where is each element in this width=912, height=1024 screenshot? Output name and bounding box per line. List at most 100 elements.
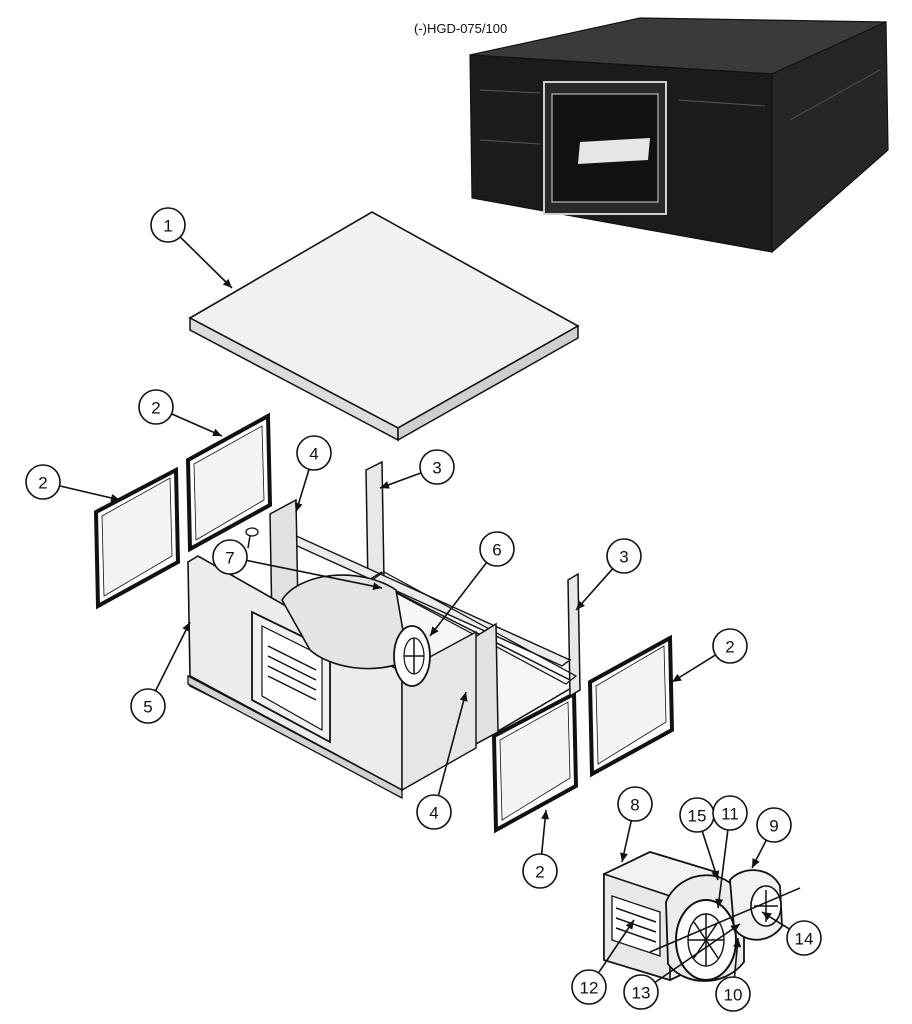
callout-5: 5: [130, 621, 191, 724]
callout-6: 6: [429, 531, 515, 637]
callout-2: 2: [138, 389, 223, 437]
callout-number: 2: [535, 863, 544, 882]
callout-number: 3: [619, 548, 628, 567]
callout-circle: [606, 538, 642, 574]
callout-3: 3: [379, 449, 455, 489]
callout-number: 13: [632, 984, 651, 1003]
base-chassis: [187, 460, 581, 800]
callout-leader-line: [575, 568, 614, 611]
callout-2: 2: [25, 464, 121, 502]
callout-number: 2: [38, 474, 47, 493]
callout-number: 12: [580, 979, 599, 998]
callout-arrowhead: [430, 626, 439, 636]
callout-arrowhead: [222, 278, 232, 288]
callout-arrowhead: [182, 622, 190, 632]
callout-2: 2: [671, 628, 748, 683]
callout-leader-line: [429, 561, 488, 637]
callout-10: 10: [715, 937, 751, 1012]
callout-number: 7: [225, 549, 234, 568]
callout-number: 5: [143, 698, 152, 717]
callout-number: 3: [432, 459, 441, 478]
access-panel-left: [93, 466, 181, 610]
callout-circle: [712, 628, 748, 664]
callout-number: 6: [492, 541, 501, 560]
callout-arrowhead: [212, 428, 222, 437]
callout-circle: [623, 974, 659, 1010]
callout-arrowhead: [620, 852, 628, 862]
fastener-icon: [245, 527, 259, 537]
callout-circle: [715, 976, 751, 1012]
blower-assembly: [603, 851, 801, 982]
callout-11: 11: [712, 795, 748, 909]
callout-number: 2: [725, 638, 734, 657]
corner-post-right: [567, 572, 581, 698]
callout-1: 1: [150, 207, 233, 289]
access-panel-upper-left: [185, 412, 273, 553]
callout-circle: [479, 531, 515, 567]
callout-arrowhead: [380, 481, 390, 489]
callout-circle: [416, 794, 452, 830]
callout-leader-line: [59, 485, 121, 501]
callout-leader-line: [654, 923, 741, 984]
callout-arrowhead: [541, 810, 550, 820]
callout-leader-line: [179, 236, 233, 289]
callout-circle: [617, 786, 653, 822]
callout-arrowhead: [711, 870, 720, 880]
callout-arrowhead: [372, 582, 382, 591]
callout-number: 10: [724, 986, 743, 1005]
callout-leader-line: [171, 413, 223, 437]
callout-number: 11: [721, 805, 739, 824]
callout-arrowhead: [459, 692, 468, 702]
callout-circle: [212, 539, 248, 575]
assembled-unit-illustration: (-)HGD-075/100: [414, 17, 889, 254]
callout-2: 2: [522, 809, 558, 889]
callout-number: 4: [429, 804, 438, 823]
model-label: (-)HGD-075/100: [414, 21, 507, 36]
callout-circle: [130, 688, 166, 724]
callout-leader-line: [597, 919, 635, 974]
callout-arrowhead: [294, 502, 303, 512]
callout-circle: [786, 920, 822, 956]
callout-arrowhead: [625, 920, 634, 930]
callout-number: 8: [630, 796, 639, 815]
access-panel-right: [587, 634, 675, 778]
callout-arrowhead: [730, 924, 740, 933]
callout-14: 14: [761, 911, 822, 956]
callout-circle: [712, 795, 748, 831]
callout-arrowhead: [715, 898, 724, 908]
callout-number: 2: [151, 399, 160, 418]
callout-arrowhead: [576, 600, 585, 610]
callout-arrowhead: [110, 494, 120, 502]
callout-number: 9: [769, 817, 778, 836]
callout-number: 1: [163, 217, 172, 236]
access-panel-front: [491, 690, 579, 834]
callout-leader-line: [154, 621, 191, 692]
callout-arrowhead: [733, 938, 742, 948]
callout-circle: [138, 389, 174, 425]
callout-leader-line: [717, 829, 729, 909]
callout-13: 13: [623, 923, 741, 1010]
callout-12: 12: [571, 919, 635, 1005]
callout-circle: [150, 207, 186, 243]
callout-4: 4: [416, 691, 468, 830]
callout-8: 8: [617, 786, 653, 863]
callout-circle: [522, 853, 558, 889]
callout-circle: [419, 449, 455, 485]
callout-leader-line: [246, 559, 383, 589]
callout-arrowhead: [762, 912, 772, 921]
callout-number: 14: [795, 930, 814, 949]
callout-number: 4: [309, 445, 318, 464]
callout-number: 15: [688, 807, 707, 826]
callout-4: 4: [294, 435, 332, 513]
callout-9: 9: [751, 807, 792, 869]
callout-7: 7: [212, 539, 383, 591]
callout-arrowhead: [672, 673, 682, 682]
callout-3: 3: [575, 538, 642, 611]
top-panel: [188, 211, 580, 442]
callout-leader-line: [437, 691, 467, 796]
callout-circle: [756, 807, 792, 843]
callout-circle: [296, 435, 332, 471]
callout-circle: [25, 464, 61, 500]
